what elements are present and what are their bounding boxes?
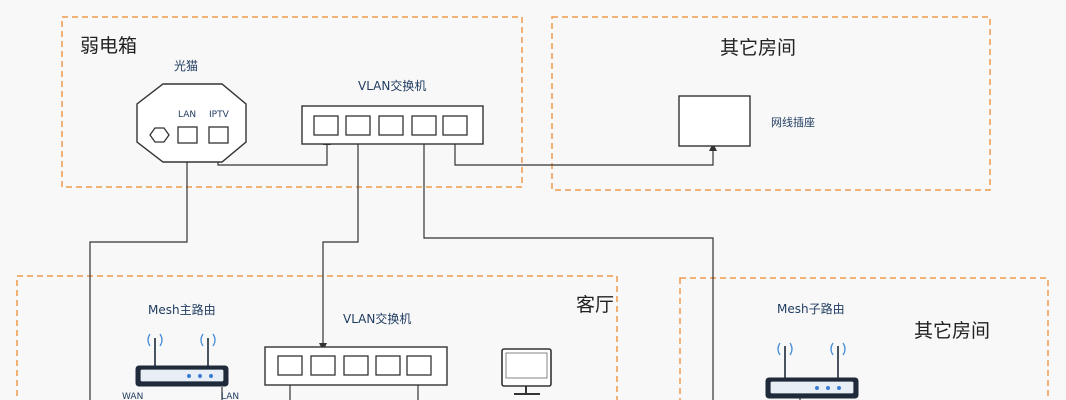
modem-iptv-label: IPTV (209, 110, 230, 120)
pc-monitor-icon (501, 348, 552, 395)
modem-body (136, 83, 247, 163)
zone-living-room-label: 客厅 (576, 294, 614, 316)
vlan-switch-top-port-3 (378, 115, 404, 136)
vlan-switch-top-port-5 (442, 115, 468, 136)
mesh-sub-wifi-right-icon (830, 342, 846, 356)
mesh-main-wan-label: WAN (122, 392, 143, 400)
mesh-sub-face (769, 380, 855, 395)
mesh-main-wifi-right-icon (200, 333, 216, 347)
vlan-switch-top-title: VLAN交换机 (358, 78, 426, 93)
wire-modem-lan-to-mesh-wan (89, 143, 188, 400)
mesh-main-face (139, 368, 225, 383)
vlan-switch-bottom-port-5 (406, 355, 432, 376)
mesh-main-title: Mesh主路由 (148, 302, 216, 317)
modem-lan-port (177, 126, 198, 144)
vlan-switch-bottom-port-4 (375, 355, 401, 376)
zone-other-room-bottom: 其它房间 (679, 277, 1049, 400)
vlan-switch-top-port-1 (313, 115, 339, 136)
wire-switch-to-mesh-sub (423, 135, 714, 400)
vlan-switch-bottom-port-2 (310, 355, 336, 376)
mesh-main-router: Mesh主路由 WAN LAN (122, 302, 239, 400)
vlan-switch-bottom-title: VLAN交换机 (343, 311, 411, 326)
modem-title: 光猫 (174, 59, 198, 73)
wire-switch-to-wall-socket (454, 135, 717, 166)
zone-weak-box-label: 弱电箱 (80, 35, 137, 57)
vlan-switch-top-port-2 (345, 115, 371, 136)
zone-other-room-top: 其它房间 (551, 16, 991, 191)
vlan-switch-bottom-port-3 (343, 355, 369, 376)
vlan-switch-bottom: VLAN交换机 (264, 311, 448, 386)
vlan-switch-top: VLAN交换机 (301, 78, 484, 145)
wire-switch-to-living-switch (319, 137, 362, 351)
mesh-main-lan-label: LAN (221, 392, 239, 400)
mesh-sub-title: Mesh子路由 (777, 301, 845, 316)
wall-socket-label: 网线插座 (771, 115, 815, 129)
zone-weak-box: 弱电箱 (61, 16, 523, 188)
vlan-switch-top-port-4 (411, 115, 437, 136)
zone-other-room-bottom-label: 其它房间 (914, 320, 990, 342)
modem-iptv-port (208, 126, 229, 144)
zone-other-room-top-label: 其它房间 (720, 37, 796, 59)
mesh-main-wifi-left-icon (147, 333, 163, 347)
modem: 光猫 LAN IPTV (136, 59, 247, 163)
wall-socket-body (678, 95, 751, 147)
modem-status-icon (149, 127, 170, 143)
modem-lan-label: LAN (178, 110, 196, 120)
wall-socket: 网线插座 (678, 95, 815, 147)
zone-living-room: 客厅 (16, 275, 618, 400)
mesh-sub-router: Mesh子路由 (765, 301, 859, 399)
mesh-sub-wifi-left-icon (777, 342, 793, 356)
vlan-switch-bottom-port-1 (277, 355, 303, 376)
